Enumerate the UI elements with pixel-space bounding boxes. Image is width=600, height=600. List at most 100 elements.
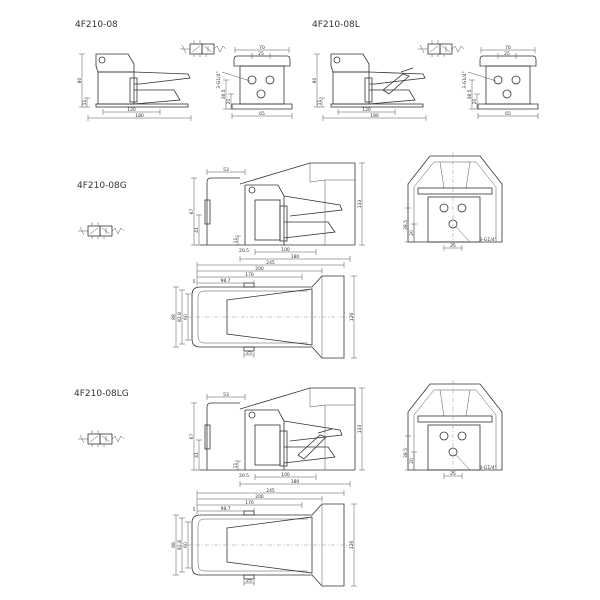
lock-lever: [382, 67, 414, 95]
pedal: [226, 516, 313, 574]
air-tube: [206, 177, 240, 245]
dimension-label: 60: [183, 314, 189, 320]
flow-arrow: [191, 45, 213, 53]
base-plate: [231, 103, 293, 110]
guard-inner: [413, 161, 497, 242]
dimension-label: 25: [246, 578, 252, 584]
dimension-label: 20.5: [239, 473, 249, 479]
guard-cover: [200, 162, 356, 246]
dimension-label: 38.5: [467, 89, 473, 99]
leader-line: [455, 226, 480, 243]
dimension-label: 70: [259, 45, 265, 51]
dimension-label: 5: [193, 507, 196, 513]
screw-icon: [333, 56, 341, 64]
valve-symbol-icon: [78, 430, 125, 447]
guard-inner: [309, 163, 355, 245]
valve-body: [239, 65, 285, 105]
dimension-label: 245: [266, 488, 275, 494]
flow-arrow: [429, 45, 451, 53]
dimension-label: 65: [505, 111, 511, 117]
air-tube: [206, 402, 240, 470]
dimension-label: 20: [409, 458, 415, 464]
dimension-label: 180: [291, 254, 300, 260]
flow-arrow: [89, 227, 111, 235]
dimension-label: 5: [193, 279, 196, 285]
mounting-tab: [243, 574, 255, 580]
dimension-label: 180: [291, 479, 300, 485]
valve-body: [427, 424, 481, 471]
leader-line: [221, 71, 251, 82]
port-icon: [256, 89, 266, 99]
dimension-label: 88: [171, 314, 177, 320]
dimension-label: 3-G1/4": [216, 71, 222, 88]
dimension-label: 200: [255, 494, 264, 500]
flow-arrow: [89, 435, 111, 443]
port-icon: [439, 431, 449, 441]
dimension-label: 25: [504, 51, 510, 57]
pilot-valve: [204, 424, 211, 450]
screw-icon: [248, 186, 256, 194]
pedal-actuator-icon: [78, 434, 88, 444]
screw-icon: [98, 56, 106, 64]
dimension-label: 3-G1/4": [462, 71, 468, 88]
model-title-08: 4F210-08: [75, 20, 118, 30]
valve-body: [485, 65, 531, 105]
valve-body: [97, 71, 135, 105]
spring-icon: [111, 227, 125, 235]
valve-symbol-icon: [78, 222, 125, 239]
pedal: [283, 420, 343, 442]
dimension-label: 180: [135, 113, 144, 119]
dimension-label: 80: [77, 78, 83, 84]
dimension-label: 25: [246, 350, 252, 356]
dimension-label: 65: [259, 111, 265, 117]
valve-body: [254, 199, 281, 241]
dimension-label: 82.8: [177, 312, 183, 322]
dimension-label: 41: [194, 452, 200, 458]
pedal-actuator-icon: [418, 44, 428, 54]
dimension-label: 98.7: [220, 278, 230, 284]
dimension-label: 170: [245, 272, 254, 278]
dimension-label: 11: [233, 238, 239, 244]
base-plate: [330, 103, 424, 108]
dimension-label: 70: [505, 45, 511, 51]
spring-icon: [213, 45, 227, 53]
guard-inner: [413, 389, 497, 470]
dimension-label: 38.5: [221, 89, 227, 99]
dimension-label: 11: [233, 463, 239, 469]
dimension-label: 60: [183, 542, 189, 548]
dimension-label: 41: [194, 227, 200, 233]
spring-icon: [111, 435, 125, 443]
pedal-actuator-icon: [78, 226, 88, 236]
dimension-label: 98.7: [220, 506, 230, 512]
pedal: [133, 71, 191, 85]
port-icon: [265, 75, 275, 85]
pedal-base: [133, 89, 181, 105]
dimension-label: 20.5: [239, 248, 249, 254]
guard-outline: [191, 275, 345, 359]
dimension-label: 20: [226, 99, 232, 105]
pilot-valve: [204, 199, 211, 225]
dimension-label: 3-G1/4": [479, 237, 496, 243]
spring: [279, 430, 288, 467]
pedal: [226, 288, 313, 346]
dimension-label: 200: [255, 266, 264, 272]
port-icon: [457, 431, 467, 441]
dimension-label: 120: [362, 107, 371, 113]
port-icon: [439, 203, 449, 213]
pedal-bar: [417, 415, 493, 423]
dimension-label: 126: [349, 541, 355, 550]
dimension-label: 133: [357, 425, 363, 434]
pedal: [368, 71, 426, 85]
model-title-08lg: 4F210-08LG: [74, 389, 129, 399]
valve-body: [254, 424, 281, 466]
valve-housing: [244, 409, 285, 470]
dimension-label: 88: [171, 542, 177, 548]
spring: [279, 205, 288, 242]
